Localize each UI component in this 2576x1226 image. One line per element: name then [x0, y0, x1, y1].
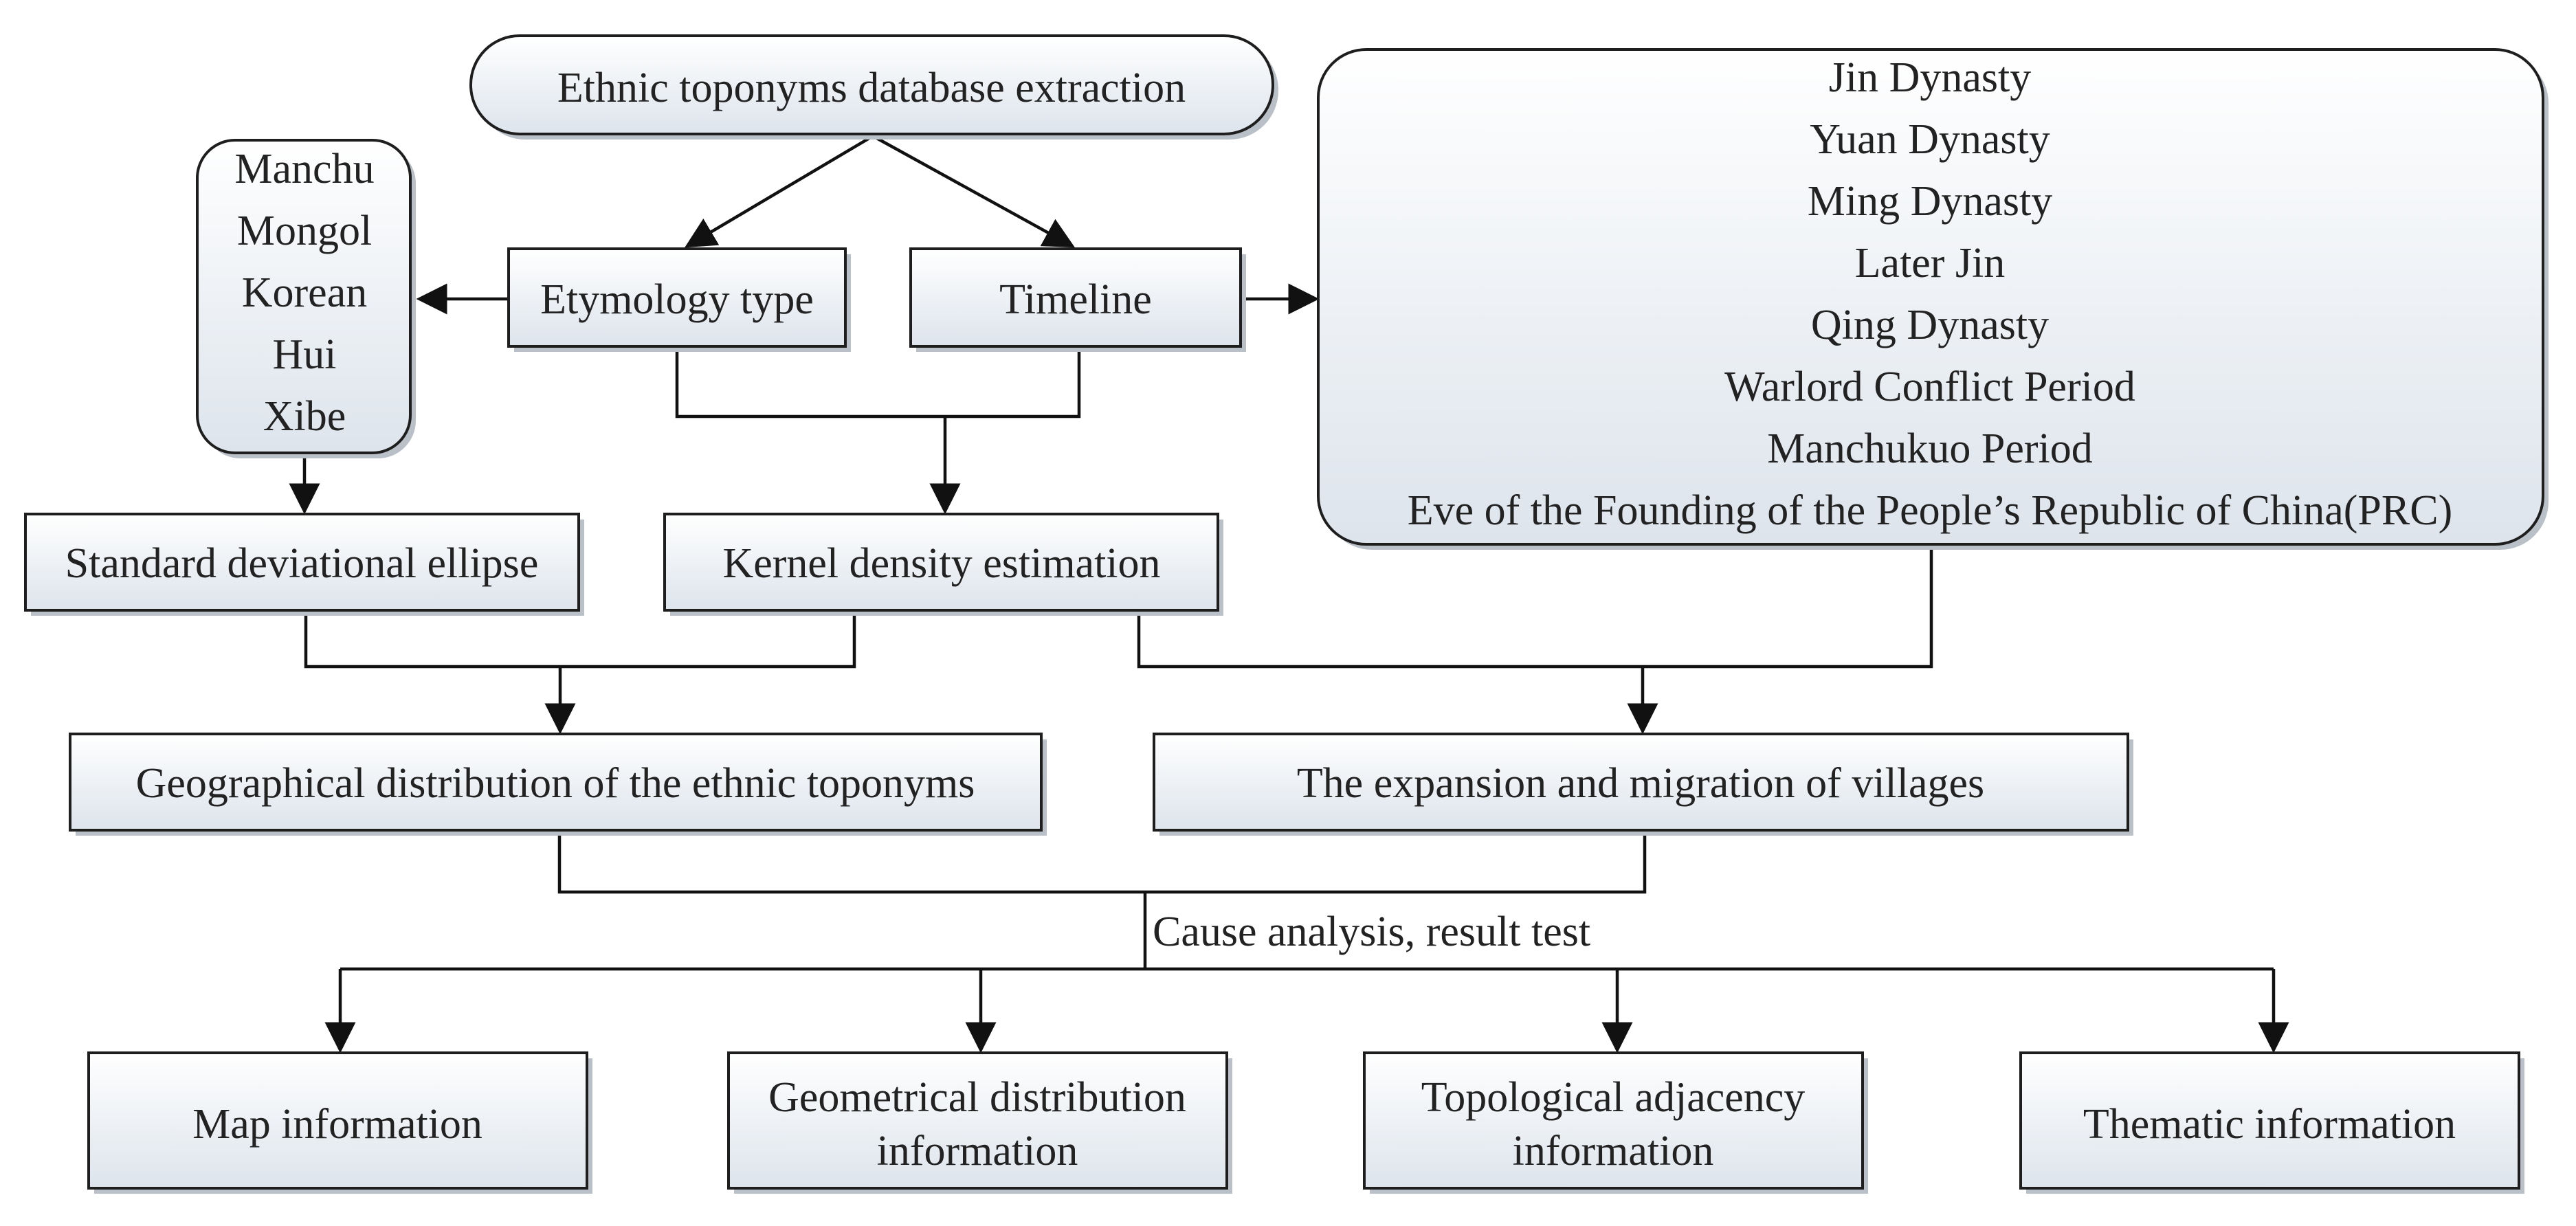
node-topological-adjacency: Topological adjacency information [1363, 1051, 1868, 1194]
list-line: Thematic information [2083, 1101, 2456, 1148]
list-line: Jin Dynasty [1829, 54, 2032, 101]
list-line: Hui [273, 331, 337, 378]
list-line: Map information [192, 1101, 482, 1148]
node-timeline-label: Timeline [999, 276, 1152, 323]
node-standard-deviational-ellipse: Standard deviational ellipse [24, 513, 584, 616]
node-geo-distribution-label: Geographical distribution of the ethnic … [136, 760, 975, 807]
connector-sde-kde-merge [304, 613, 856, 669]
connectors [289, 135, 2289, 1054]
list-line: Topological adjacency [1421, 1074, 1806, 1121]
connector-results-merge [557, 833, 1647, 894]
thematic-information-label: Thematic information [2083, 1101, 2456, 1148]
list-line: Qing Dynasty [1811, 302, 2049, 348]
list-line: Yuan Dynasty [1810, 116, 2050, 163]
cause-analysis-label: Cause analysis, result test [1153, 909, 1590, 955]
node-sde-label: Standard deviational ellipse [65, 540, 539, 587]
node-kde-label: Kernel density estimation [722, 540, 1160, 587]
list-line: Ming Dynasty [1808, 178, 2053, 225]
node-geographical-distribution: Geographical distribution of the ethnic … [69, 733, 1047, 836]
node-kernel-density-estimation: Kernel density estimation [663, 513, 1223, 616]
list-line: information [1513, 1128, 1714, 1174]
list-line: Manchukuo Period [1767, 425, 2093, 472]
geometrical-distribution-label: Geometrical distribution information [768, 1074, 1186, 1174]
arrow-extraction-to-timeline [871, 135, 1075, 248]
node-extraction: Ethnic toponyms database extraction [469, 34, 1278, 140]
list-line: Xibe [263, 393, 346, 440]
list-line: Eve of the Founding of the People’s Repu… [1408, 487, 2453, 534]
connector-kde-periods-merge [1137, 547, 1933, 669]
list-line: Later Jin [1855, 240, 2006, 287]
list-line: information [877, 1128, 1078, 1174]
node-etymology-type-label: Etymology type [540, 276, 814, 323]
node-thematic-information: Thematic information [2019, 1051, 2524, 1194]
node-map-information: Map information [87, 1051, 592, 1194]
list-line: Geometrical distribution [768, 1074, 1186, 1121]
topological-adjacency-label: Topological adjacency information [1421, 1074, 1806, 1174]
node-geometrical-distribution: Geometrical distribution information [727, 1051, 1232, 1194]
node-etymology-type: Etymology type [507, 247, 851, 352]
node-timeline: Timeline [909, 247, 1246, 352]
node-expansion-label: The expansion and migration of villages [1297, 760, 1984, 807]
list-line: Manchu [234, 146, 374, 192]
node-expansion-migration: The expansion and migration of villages [1153, 733, 2133, 836]
map-information-label: Map information [192, 1101, 482, 1148]
connector-etymology-timeline-merge [675, 348, 1081, 419]
list-line: Mongol [237, 208, 372, 254]
arrow-extraction-to-etymology [685, 135, 874, 248]
node-extraction-label: Ethnic toponyms database extraction [557, 65, 1186, 111]
list-line: Warlord Conflict Period [1724, 364, 2135, 410]
list-line: Korean [242, 269, 367, 316]
